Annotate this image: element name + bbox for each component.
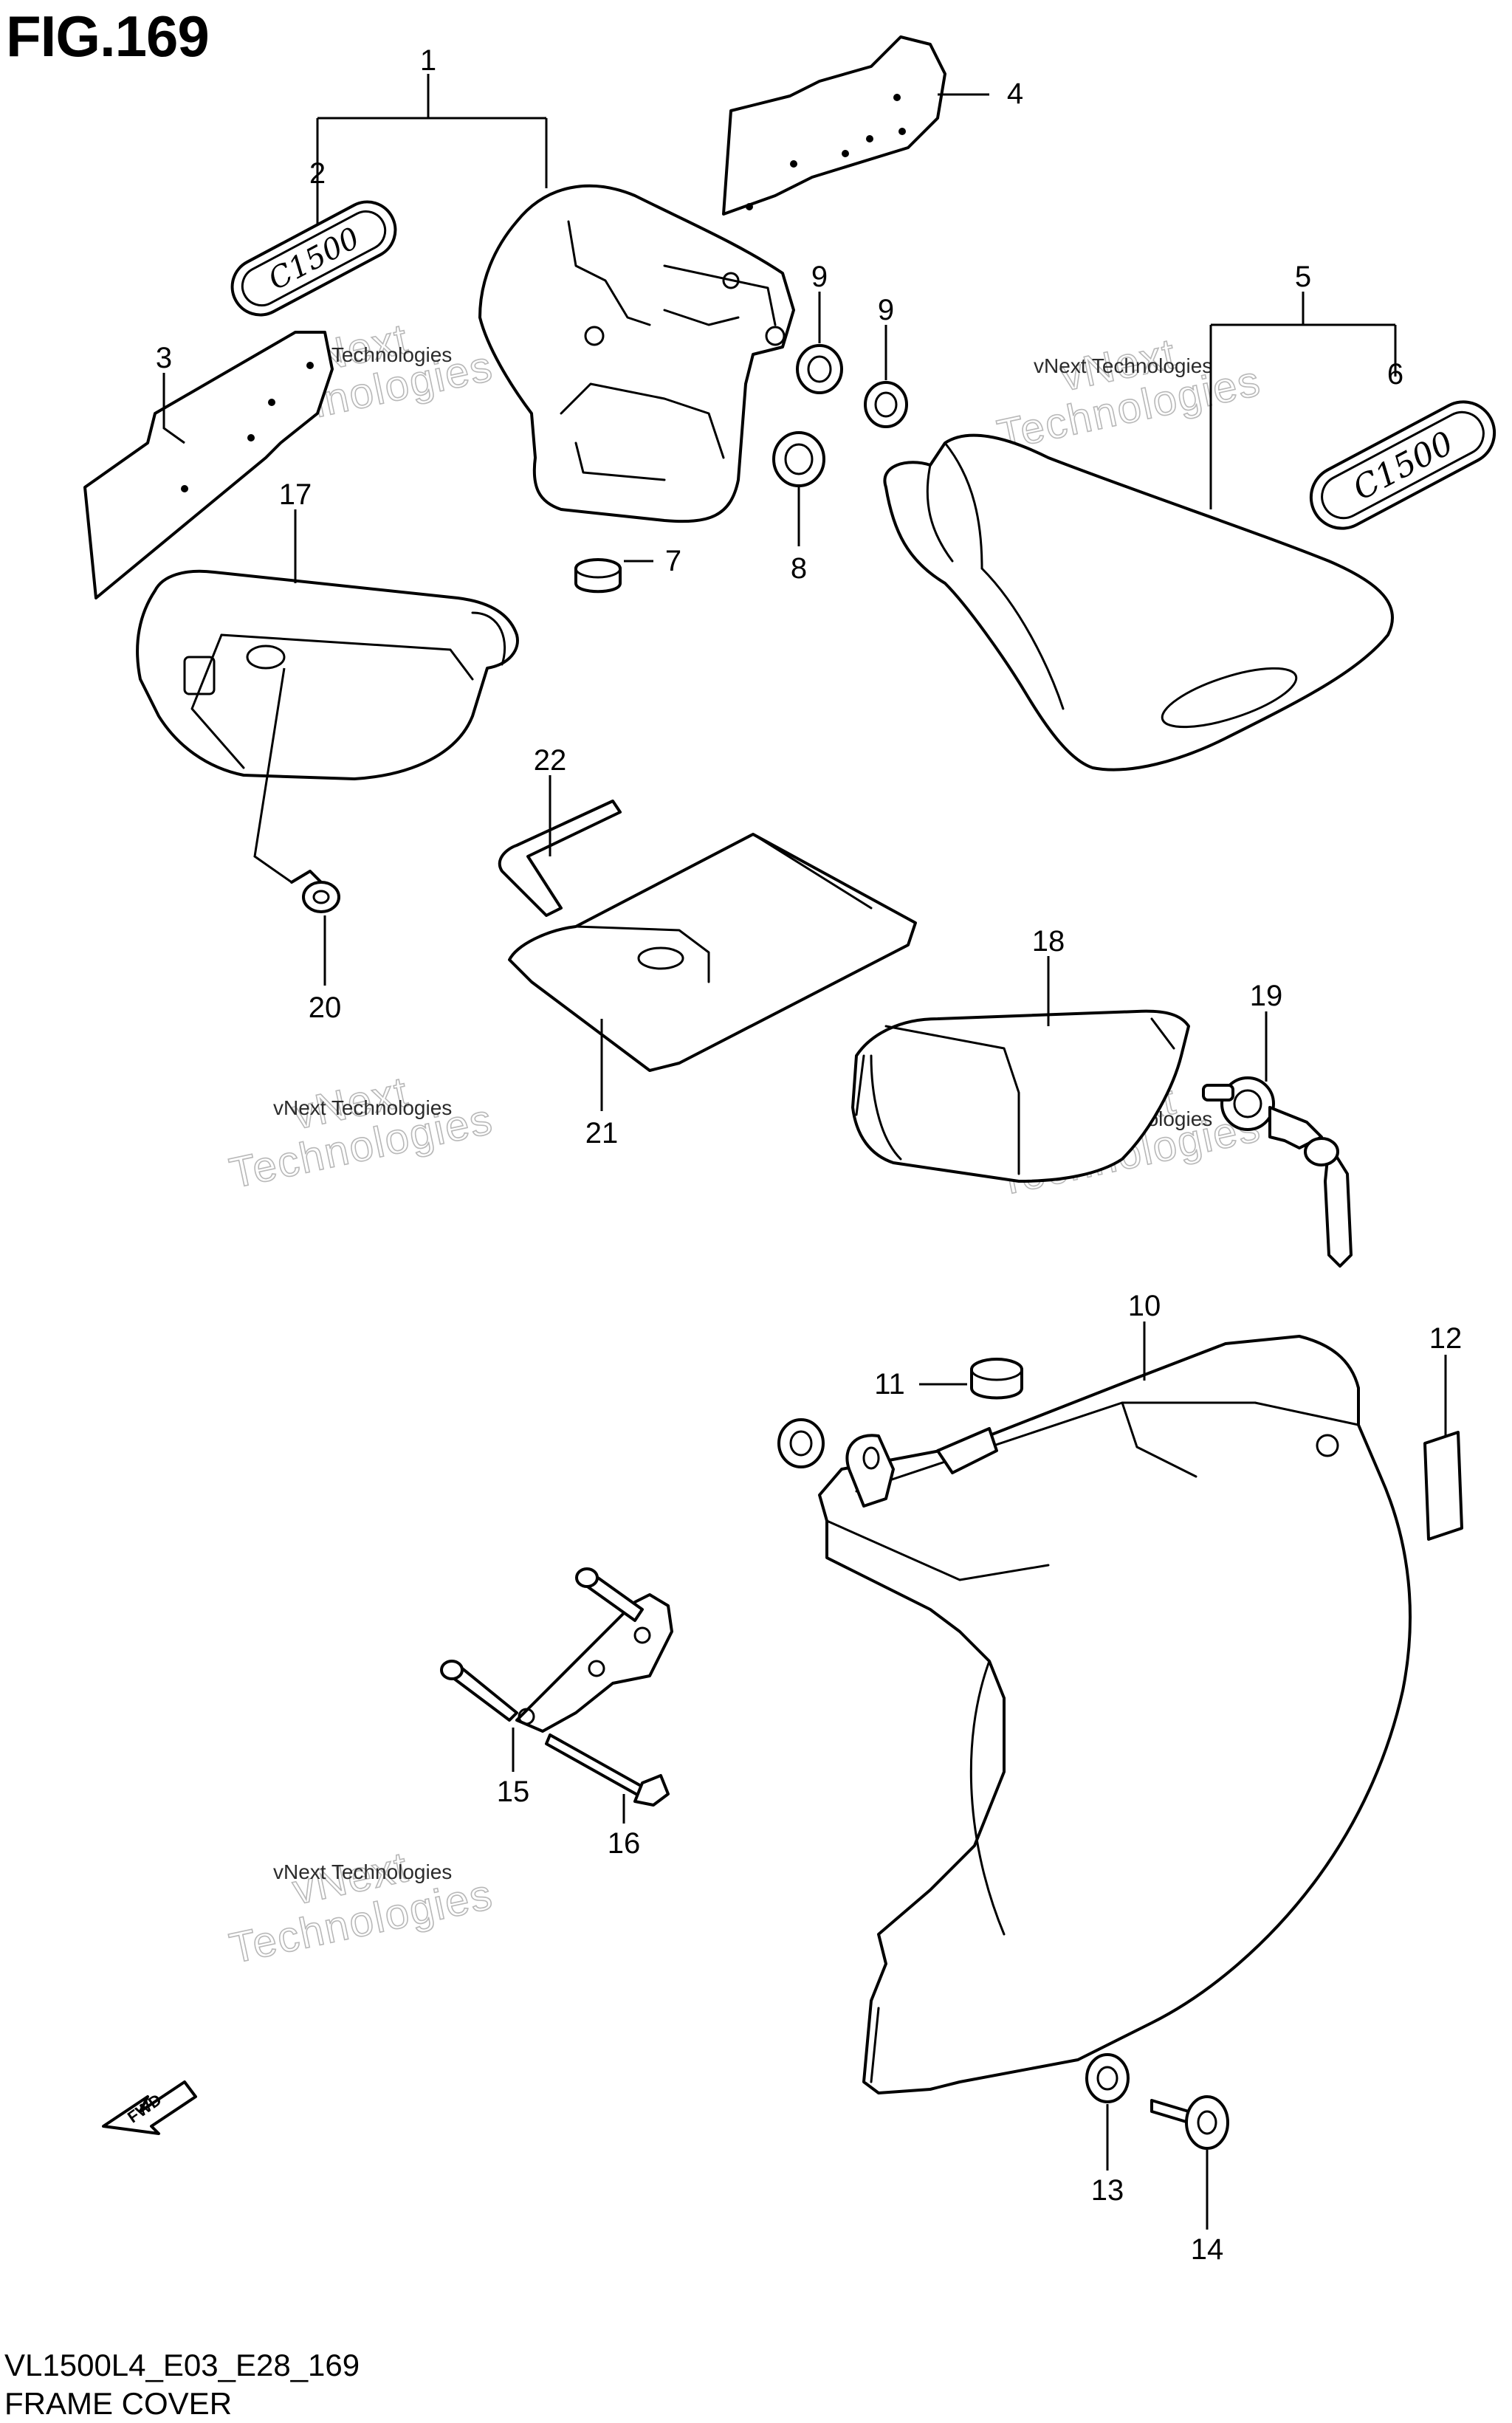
callout-9b: 9 [878,294,894,326]
callout-20: 20 [309,991,342,1024]
diagram-code: VL1500L4_E03_E28_169 [4,2348,360,2382]
callout-16: 16 [608,1827,641,1860]
callout-labels: 1 2 3 4 5 6 7 8 9 9 10 11 12 13 14 15 16… [156,44,1462,2266]
part-21-tool-bag [508,833,917,1072]
part-16-long-bolt [545,1733,670,1807]
part-12-label [1423,1431,1463,1541]
callout-18: 18 [1032,925,1065,958]
part-10-grommet [777,1418,825,1468]
callout-14: 14 [1191,2233,1224,2266]
watermark-text: vNext Technologies [273,1096,452,1119]
fwd-arrow-icon: FWD [102,2080,197,2135]
part-10-lower-frame-cover [818,1335,1412,2094]
part-7-cushion [574,558,622,594]
diagram-caption: FRAME COVER [4,2386,233,2421]
part-20-bolt [290,870,340,913]
watermark-text: vNext Technologies [273,1860,452,1883]
part-6-emblem-right: C1500 [1309,400,1496,530]
watermark-3: vNext Technologies [225,1067,498,1198]
part-19-key-lock [1202,1076,1353,1268]
callout-2: 2 [309,157,326,190]
part-3-seal-left [83,331,334,599]
callout-11: 11 [874,1368,905,1400]
part-4-seal-right [722,35,946,216]
part-14-screw [1150,2095,1229,2150]
callout-6: 6 [1387,358,1403,391]
watermark-text: vNext Technologies [1034,354,1212,377]
part-5-right-frame-cover [883,433,1394,771]
callout-19: 19 [1250,980,1283,1012]
part-11-cushion [970,1358,1023,1400]
callout-21: 21 [585,1117,619,1149]
callout-13: 13 [1091,2174,1124,2207]
callout-1: 1 [420,44,436,77]
callout-4: 4 [1007,78,1023,110]
callout-12: 12 [1429,1322,1463,1355]
callout-17: 17 [279,478,312,511]
callout-8: 8 [791,552,807,585]
callout-10: 10 [1128,1290,1161,1322]
callout-5: 5 [1295,261,1311,293]
part-1-left-frame-cover [478,184,795,523]
part-18-case [851,1009,1190,1183]
part-9a-grommet [796,344,843,394]
callout-3: 3 [156,342,172,374]
watermark-2: vNext Technologies [993,329,1266,460]
watermark-5: vNext Technologies [225,1842,498,1973]
part-2-emblem-left: C1500 [230,200,397,317]
part-17-box [136,569,519,780]
callout-7: 7 [665,545,681,577]
part-9b-grommet [864,381,908,428]
part-13-grommet [1085,2053,1130,2103]
figure-title: FIG.169 [6,4,210,69]
part-22-hex-wrench [498,800,622,917]
callout-15: 15 [497,1776,530,1808]
leader-lines [162,74,1447,2230]
callout-22: 22 [534,744,567,777]
part-8-grommet [772,431,825,487]
part-15-bracket [440,1567,673,1733]
callout-9a: 9 [811,261,828,293]
